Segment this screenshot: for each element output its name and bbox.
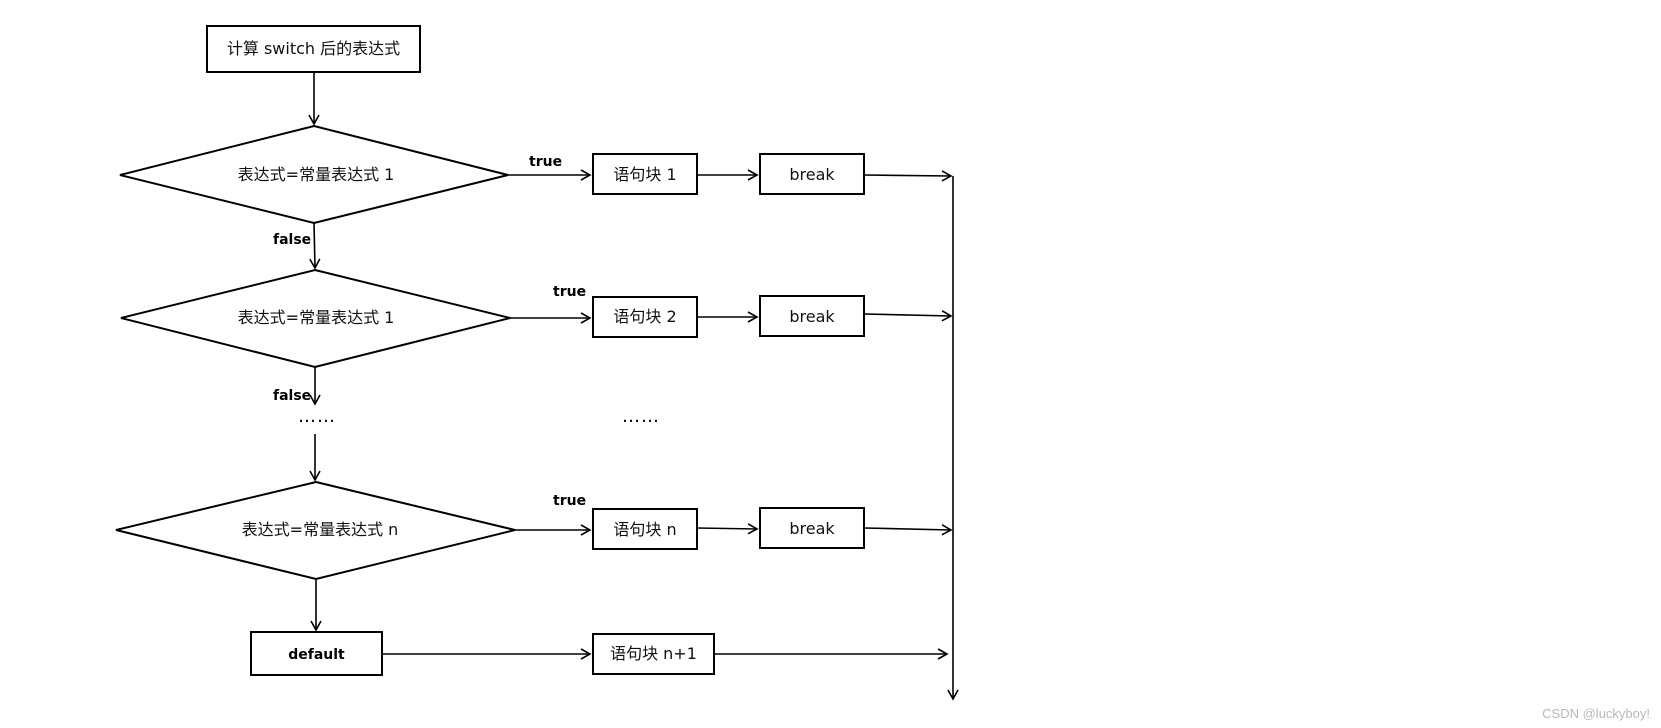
statement-block-n: 语句块 n <box>592 508 698 550</box>
default-box: default <box>250 631 383 676</box>
break-box-n: break <box>759 507 865 549</box>
break-n-label: break <box>789 519 835 538</box>
condition-1-label: 表达式=常量表达式 1 <box>238 165 395 184</box>
statement-n-label: 语句块 n <box>613 520 676 539</box>
default-label: default <box>288 647 345 663</box>
condition-2-diamond: 表达式=常量表达式 1 <box>120 268 511 369</box>
statement-2-label: 语句块 2 <box>613 307 676 326</box>
stmtn-to-breakn-arrow <box>696 523 759 535</box>
break-box-1: break <box>759 153 865 195</box>
true-label-n: true <box>553 493 586 509</box>
break-1-label: break <box>789 165 835 184</box>
start-box: 计算 switch 后的表达式 <box>206 25 421 73</box>
condition-n-label: 表达式=常量表达式 n <box>242 520 399 539</box>
statement-block-n-plus-1: 语句块 n+1 <box>592 633 715 675</box>
condition-1-diamond: 表达式=常量表达式 1 <box>119 124 509 225</box>
statement-block-1: 语句块 1 <box>592 153 698 195</box>
break1-to-exit-arrow <box>863 170 953 182</box>
condition-n-diamond: 表达式=常量表达式 n <box>115 480 516 581</box>
csdn-watermark: CSDN @luckyboy! <box>1542 706 1650 721</box>
condition-2-label: 表达式=常量表达式 1 <box>238 308 395 327</box>
false-label-2: false <box>273 388 311 404</box>
start-label: 计算 switch 后的表达式 <box>227 39 400 58</box>
true-label-2: true <box>553 284 586 300</box>
break2-to-exit-arrow <box>863 310 953 322</box>
statement-block-2: 语句块 2 <box>592 296 698 338</box>
cond1-to-cond2-arrow <box>309 222 321 270</box>
ellipsis-left: …… <box>298 406 336 427</box>
false-label-1: false <box>273 232 311 248</box>
true-label-1: true <box>529 154 562 170</box>
statement-n-plus-1-label: 语句块 n+1 <box>610 644 697 663</box>
break-2-label: break <box>789 307 835 326</box>
ellipsis-right: …… <box>622 406 660 427</box>
breakn-to-exit-arrow <box>863 524 953 536</box>
statement-1-label: 语句块 1 <box>613 165 676 184</box>
break-box-2: break <box>759 295 865 337</box>
